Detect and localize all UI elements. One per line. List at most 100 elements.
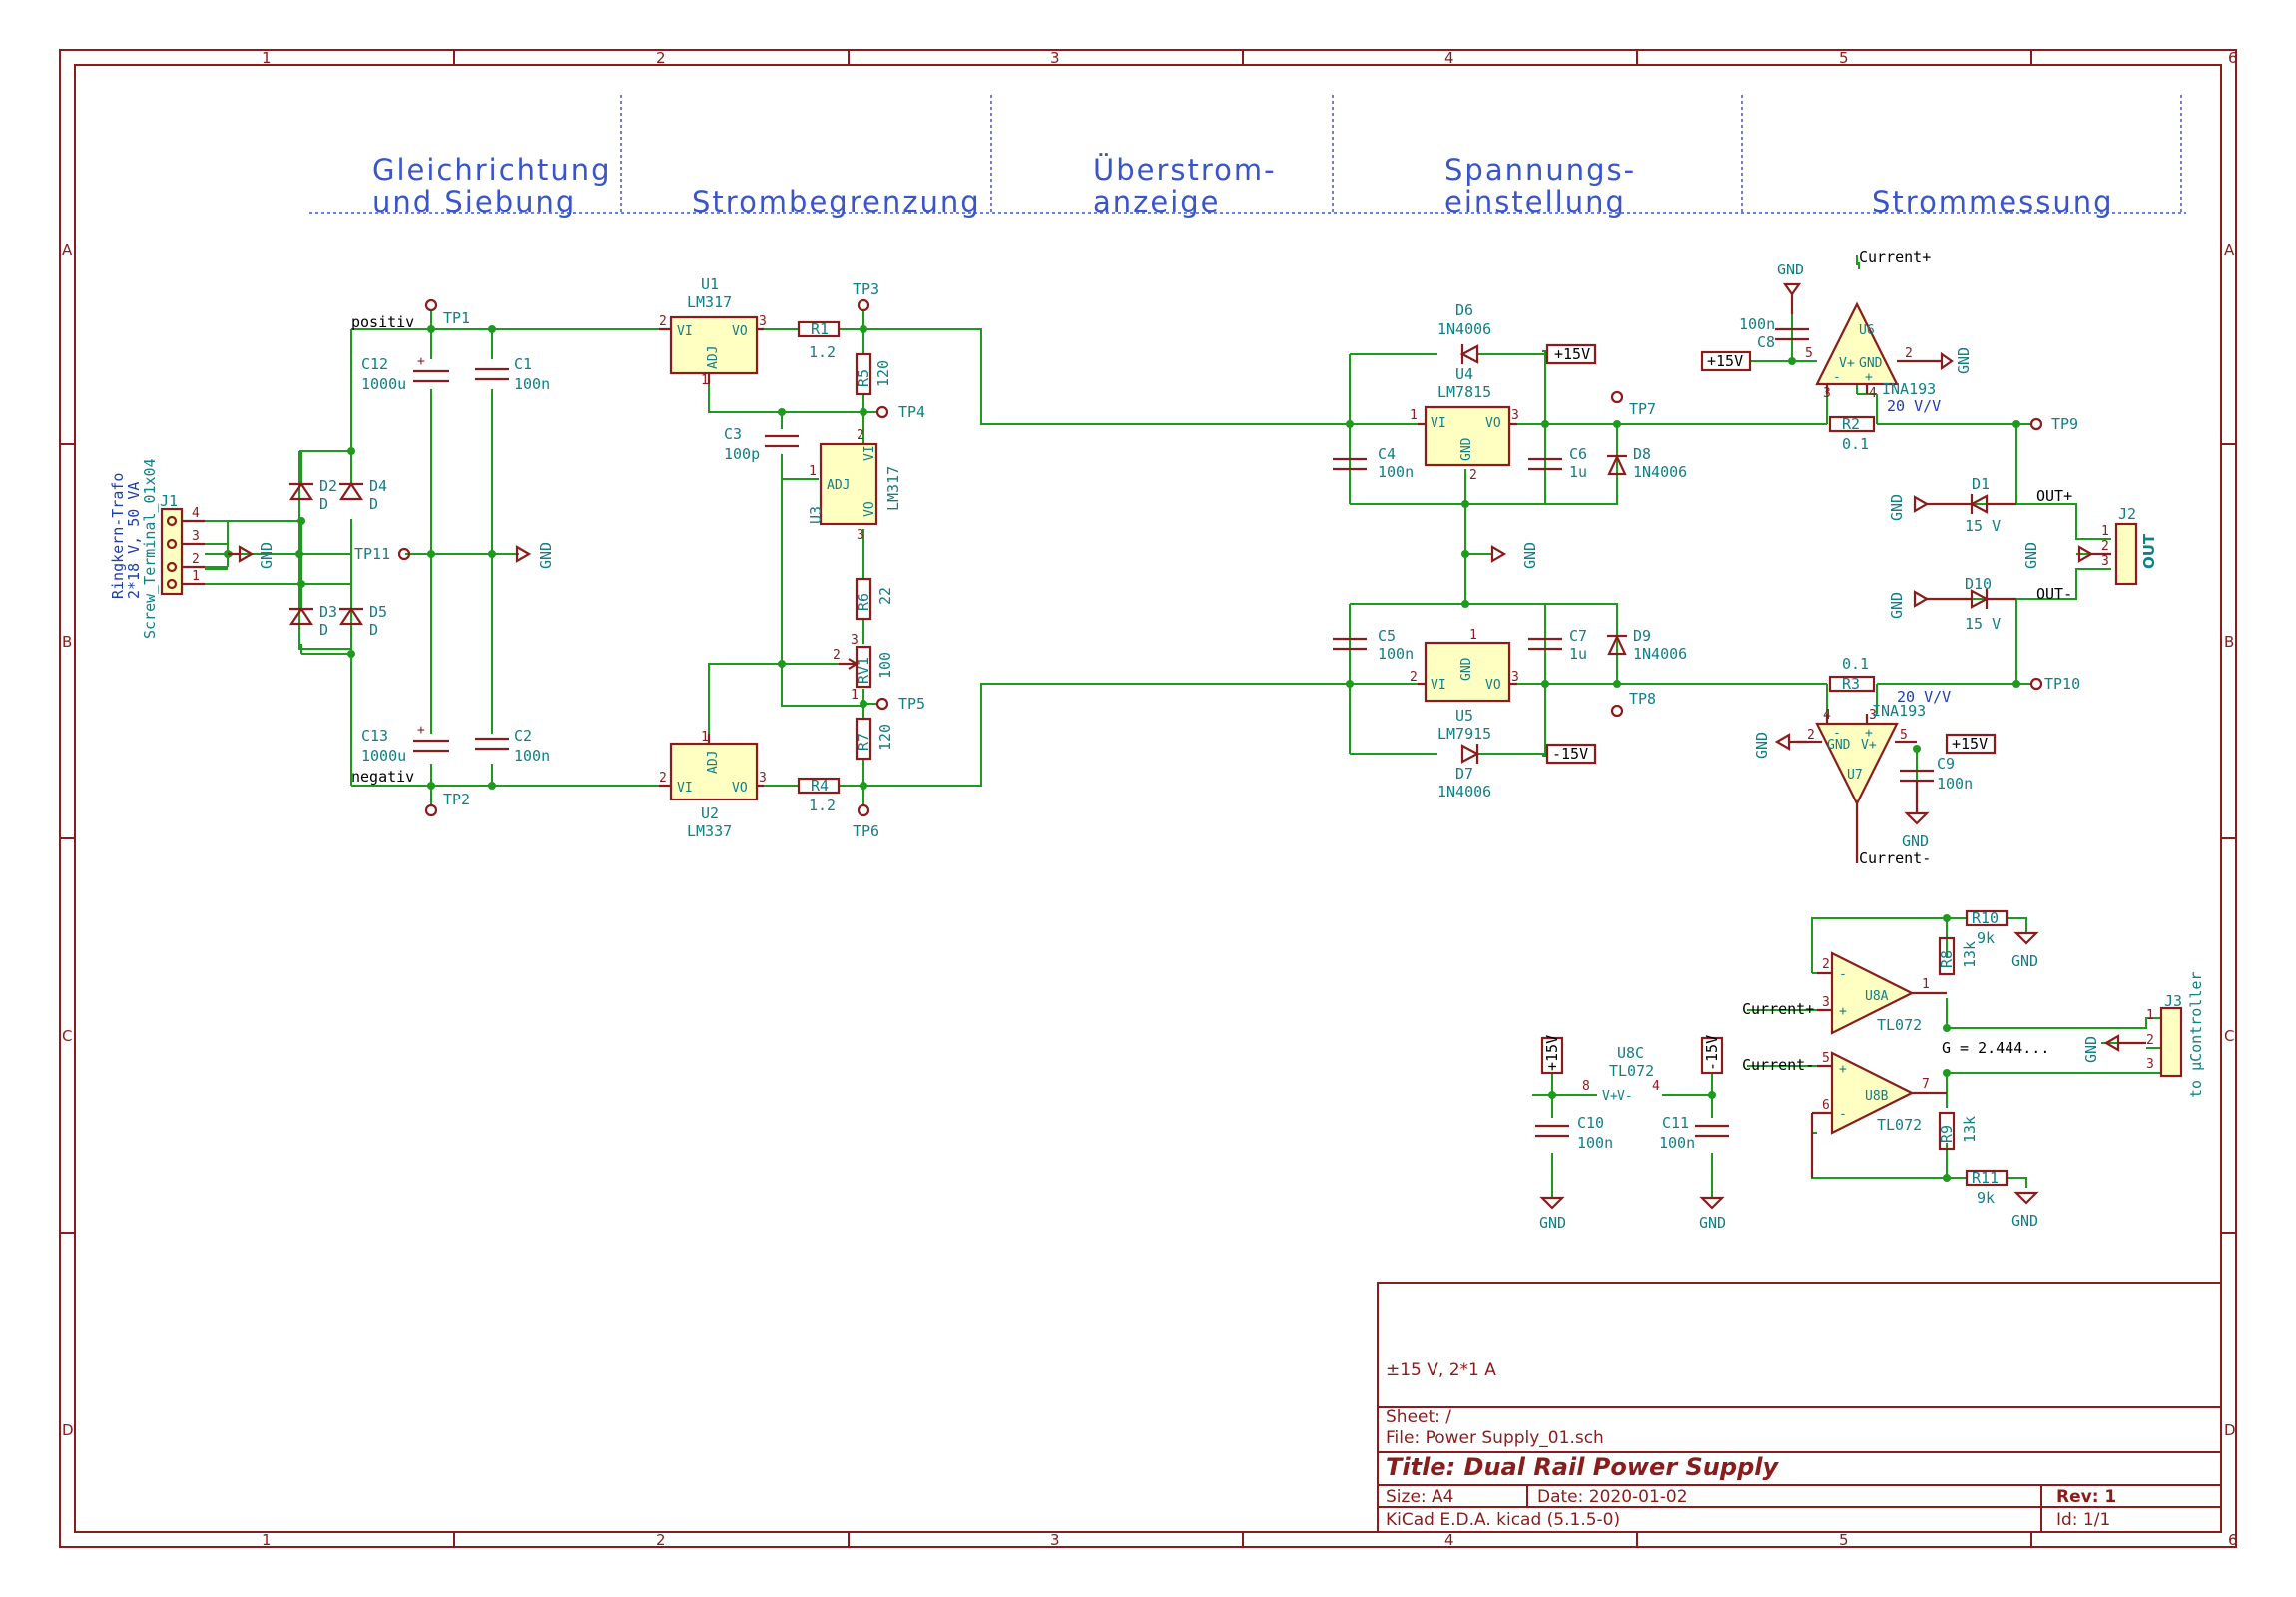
svg-text:0.1: 0.1	[1842, 435, 1869, 453]
svg-text:J2: J2	[2118, 505, 2136, 523]
row-label: D	[2224, 1421, 2236, 1439]
value-label: Screw_Terminal_01x04	[141, 458, 159, 639]
svg-text:2: 2	[857, 428, 864, 443]
svg-text:5: 5	[1822, 1051, 1830, 1066]
svg-text:TP8: TP8	[1629, 690, 1656, 708]
svg-text:J3: J3	[2164, 992, 2182, 1010]
svg-text:GND: GND	[1459, 657, 1474, 681]
svg-text:D7: D7	[1455, 765, 1473, 783]
capacitor-c3: C3 100p	[724, 425, 799, 463]
resistor-r8: R8 13k	[1938, 936, 1979, 976]
svg-text:R8: R8	[1938, 950, 1956, 968]
column-label: 1	[262, 1531, 272, 1549]
resistor-r1: R1 1.2	[797, 320, 841, 361]
svg-text:GND: GND	[1955, 347, 1973, 374]
svg-text:3: 3	[759, 771, 767, 786]
capacitor-c2: C2 100n	[475, 727, 550, 765]
svg-text:9k: 9k	[1977, 929, 1995, 947]
gnd-symbol: GND	[1777, 261, 1804, 314]
column-label: 3	[1050, 49, 1060, 67]
net-label: Current-	[1859, 849, 1931, 867]
tb-rev: Rev: 1	[2056, 1487, 2116, 1507]
svg-text:1: 1	[1410, 408, 1418, 423]
capacitor-c7: C7 1u	[1528, 627, 1587, 663]
svg-text:TP4: TP4	[898, 403, 925, 421]
svg-text:D: D	[369, 495, 378, 513]
svg-text:D: D	[319, 495, 328, 513]
svg-text:2: 2	[1410, 670, 1418, 685]
svg-text:100p: 100p	[724, 445, 760, 463]
svg-text:GND: GND	[1699, 1214, 1726, 1232]
svg-text:U5: U5	[1455, 707, 1473, 725]
svg-text:TP5: TP5	[898, 695, 925, 713]
svg-text:GND: GND	[1902, 832, 1929, 850]
svg-text:1: 1	[701, 373, 709, 388]
svg-text:R1: R1	[811, 320, 829, 338]
diode-d9: D9 1N4006	[1607, 627, 1687, 663]
svg-text:2: 2	[833, 648, 841, 663]
net-label: -15V	[1552, 745, 1588, 763]
column-label: 6	[2228, 1531, 2238, 1549]
svg-text:C13: C13	[361, 727, 388, 745]
svg-text:1: 1	[2146, 1008, 2154, 1023]
capacitor-c9: C9 100n GND +15V	[1900, 733, 1997, 850]
row-label: C	[2224, 1027, 2234, 1045]
net-label: +15V	[1554, 345, 1590, 363]
svg-text:V-: V-	[1617, 1089, 1633, 1104]
svg-text:TP10: TP10	[2044, 675, 2080, 693]
svg-text:2: 2	[659, 314, 667, 329]
svg-text:2: 2	[2146, 1033, 2154, 1048]
diode-d1: D1 15 V GND	[1888, 475, 2016, 535]
net-label: negativ	[351, 768, 414, 786]
svg-text:3: 3	[1822, 995, 1830, 1010]
svg-text:R7: R7	[855, 733, 872, 751]
svg-text:+: +	[1839, 1062, 1847, 1077]
svg-text:3: 3	[2101, 554, 2109, 569]
svg-text:D10: D10	[1965, 575, 1992, 593]
gnd-symbol: GND	[1490, 542, 1539, 569]
svg-text:100n: 100n	[1378, 463, 1414, 481]
column-label: 3	[1050, 1531, 1060, 1549]
svg-text:RV1: RV1	[855, 657, 872, 684]
section-heading: anzeige	[1093, 185, 1221, 219]
net-label: Current-	[1742, 1056, 1814, 1074]
svg-text:VO: VO	[1485, 416, 1501, 431]
svg-text:100n: 100n	[514, 747, 550, 765]
resistor-r3: R3 0.1	[1828, 655, 1876, 693]
svg-text:20 V/V: 20 V/V	[1887, 397, 1941, 415]
svg-text:13k: 13k	[1961, 1116, 1979, 1143]
resistor-r7: R7 120	[855, 717, 894, 761]
svg-text:GND: GND	[1459, 437, 1474, 461]
svg-text:3: 3	[857, 528, 864, 543]
svg-text:R5: R5	[855, 369, 872, 387]
capacitor-c1: C1 100n	[475, 355, 550, 393]
svg-text:VI: VI	[677, 324, 693, 339]
svg-text:9k: 9k	[1977, 1189, 1995, 1207]
svg-text:100: 100	[876, 652, 894, 679]
svg-text:GND: GND	[1888, 494, 1906, 521]
svg-text:V+: V+	[1602, 1089, 1618, 1104]
row-label: B	[62, 633, 72, 651]
svg-text:R2: R2	[1842, 415, 1860, 433]
svg-text:R9: R9	[1938, 1125, 1956, 1143]
svg-text:120: 120	[876, 724, 894, 751]
testpoint-tp5: TP5	[875, 695, 925, 713]
svg-text:3: 3	[1511, 408, 1519, 423]
svg-text:U8C: U8C	[1617, 1044, 1644, 1062]
svg-text:VI: VI	[862, 445, 877, 461]
svg-text:U3: U3	[807, 506, 825, 524]
diode-d10: D10 15 V GND	[1888, 575, 2016, 633]
title-block: ±15 V, 2*1 A Sheet: / File: Power Supply…	[1377, 1282, 2222, 1533]
gnd-symbol: GND	[205, 542, 276, 569]
svg-text:1N4006: 1N4006	[1437, 320, 1491, 338]
regulator-u3: ADJ VI VO 123 U3 LM317	[807, 428, 902, 543]
column-label: 5	[1839, 49, 1849, 67]
capacitor-c5: C5 100n	[1333, 627, 1414, 663]
svg-text:GND: GND	[2011, 952, 2038, 970]
net-label: positiv	[351, 313, 414, 331]
svg-text:+: +	[1865, 726, 1873, 741]
resistor-r9: R9 13k	[1938, 1111, 1979, 1151]
net-label: Current+	[1742, 1000, 1814, 1018]
svg-text:TL072: TL072	[1609, 1062, 1654, 1080]
